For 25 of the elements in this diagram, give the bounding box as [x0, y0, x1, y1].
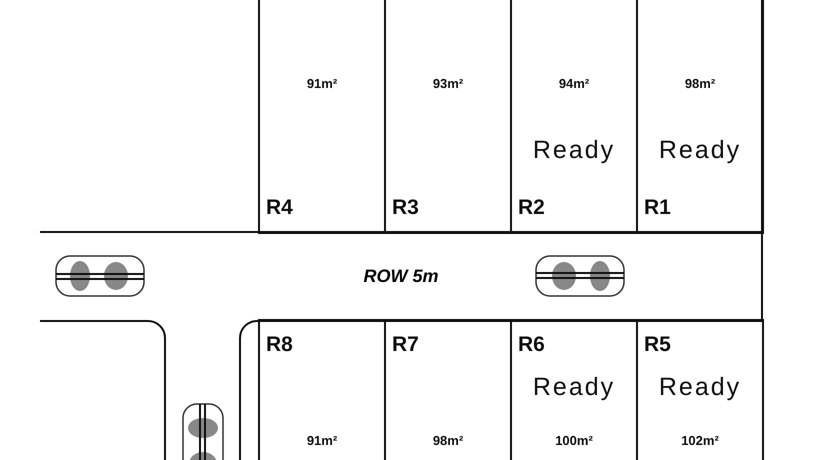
- status-label: Ready: [658, 373, 742, 402]
- status-label: Ready: [532, 373, 616, 402]
- plot-number: R3: [392, 196, 420, 220]
- area-label: 98m²: [684, 76, 716, 91]
- status-label: Ready: [658, 136, 742, 165]
- plot-number: R2: [518, 196, 546, 220]
- plot-lot: [636, 0, 764, 234]
- area-label: 100m²: [554, 433, 594, 448]
- plot-number: R7: [392, 333, 420, 357]
- area-label: 91m²: [306, 433, 338, 448]
- area-label: 98m²: [432, 433, 464, 448]
- area-label: 94m²: [558, 76, 590, 91]
- area-label: 91m²: [306, 76, 338, 91]
- plot-lot: [258, 0, 386, 234]
- plot-lot: [636, 319, 764, 460]
- plot-number: R1: [644, 196, 672, 220]
- road-label: ROW 5m: [362, 266, 440, 287]
- area-label: 93m²: [432, 76, 464, 91]
- area-label: 102m²: [680, 433, 720, 448]
- plot-number: R5: [644, 333, 672, 357]
- status-label: Ready: [532, 136, 616, 165]
- plot-lot: [258, 319, 386, 460]
- plot-number: R4: [266, 196, 294, 220]
- plot-number: R6: [518, 333, 546, 357]
- plot-number: R8: [266, 333, 294, 357]
